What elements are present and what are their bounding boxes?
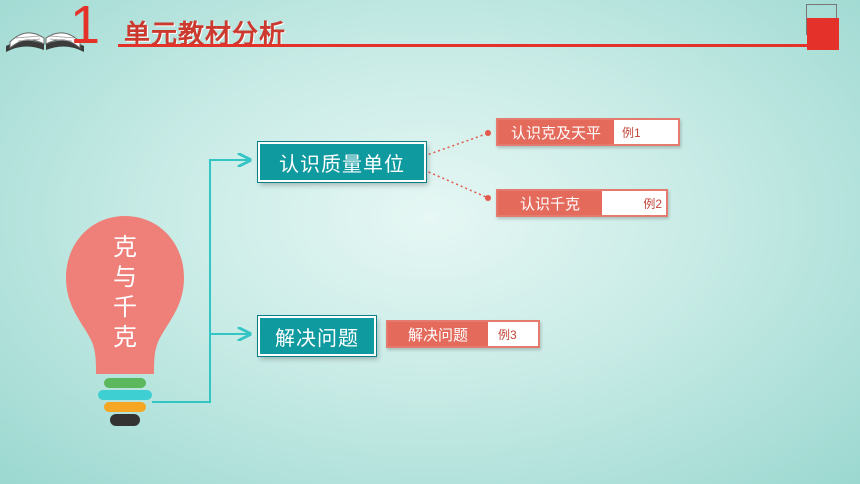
bulb-char: 克: [113, 323, 137, 351]
branch-mass-units: 认识质量单位: [258, 142, 426, 182]
leaf-example: 例1: [616, 120, 678, 144]
leaf-label: 认识克及天平: [498, 120, 616, 144]
dotted-connector-gram: [423, 133, 487, 157]
branch-problem-solving: 解决问题: [258, 316, 376, 356]
bulb-title: 克 与 千 克: [96, 232, 154, 352]
leaf-example: 例2: [604, 191, 666, 215]
connector-to-mass-units: [152, 160, 250, 403]
dotted-connector-kilogram: [423, 169, 487, 198]
section-number: 1: [70, 0, 101, 55]
header-divider: [118, 44, 838, 47]
leaf-kilogram: 认识千克 例2: [496, 189, 668, 217]
bulb-char: 与: [113, 263, 137, 291]
bulb-char: 克: [113, 233, 137, 261]
leaf-label: 解决问题: [388, 322, 490, 346]
leaf-problem-solving: 解决问题 例3: [386, 320, 540, 348]
leaf-gram-and-balance: 认识克及天平 例1: [496, 118, 680, 146]
bulb-char: 千: [113, 293, 137, 321]
corner-decoration-icon: [806, 4, 839, 50]
leaf-example: 例3: [490, 322, 538, 346]
leaf-label: 认识千克: [498, 191, 604, 215]
lightbulb-icon: [66, 216, 184, 426]
open-book-icon: [6, 32, 84, 52]
